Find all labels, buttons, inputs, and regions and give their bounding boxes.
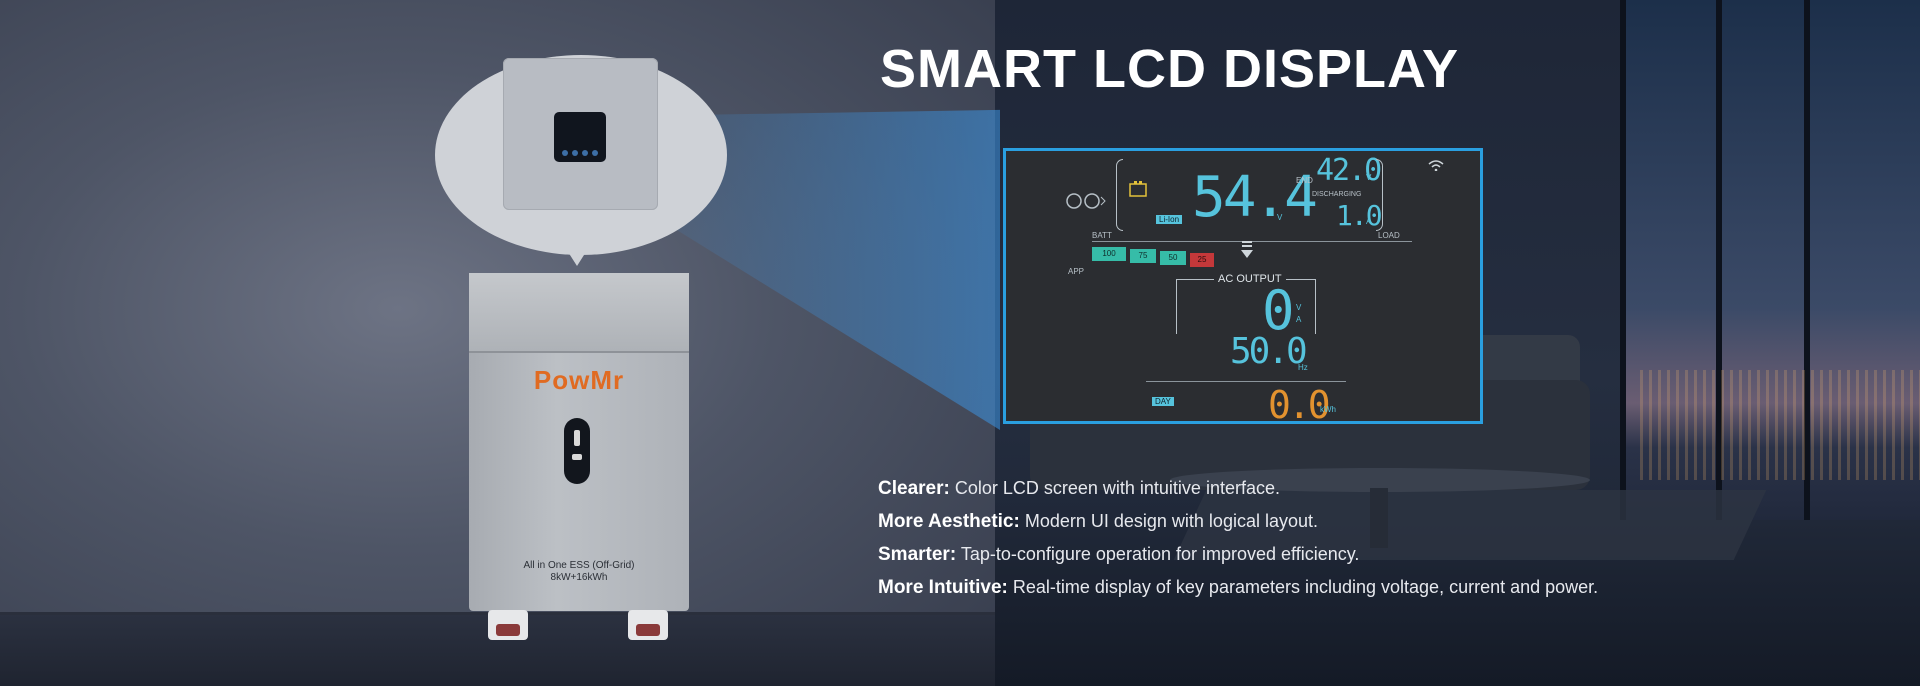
feature-item: More Intuitive: Real-time display of key… xyxy=(878,571,1878,604)
brand-logo: PowMr xyxy=(533,365,625,395)
end-voltage: 42.0 xyxy=(1316,153,1382,188)
window-pane xyxy=(1716,0,1804,560)
ac-output-value: 0 xyxy=(1262,279,1295,342)
wifi-icon xyxy=(1428,160,1444,171)
feature-label: More Aesthetic: xyxy=(878,511,1020,532)
feature-item: Smarter: Tap-to-configure operation for … xyxy=(878,538,1878,571)
feature-text: Tap-to-configure operation for improved … xyxy=(960,544,1360,564)
ess-control-panel xyxy=(564,418,590,484)
lcd-bracket xyxy=(1116,159,1123,231)
discharge-current-unit: A xyxy=(1366,217,1372,226)
feature-text: Modern UI design with logical layout. xyxy=(1024,511,1318,531)
ess-top-section xyxy=(469,273,689,353)
battery-bar-50: 50 xyxy=(1160,251,1186,265)
ess-foot xyxy=(628,610,668,640)
ac-output-frame xyxy=(1176,279,1316,334)
battery-bar-25: 25 xyxy=(1190,253,1214,267)
divider-line xyxy=(1146,381,1346,382)
zoom-bubble-tail xyxy=(563,244,591,266)
page-title: SMART LCD DISPLAY xyxy=(880,39,1460,99)
inverter-screen xyxy=(554,112,606,162)
end-label: END xyxy=(1296,176,1313,185)
battery-icon xyxy=(1129,181,1147,197)
day-label: DAY xyxy=(1152,397,1174,406)
frequency-value: 50.0 xyxy=(1230,331,1308,372)
feature-item: More Aesthetic: Modern UI design with lo… xyxy=(878,505,1878,538)
discharge-current: 1.0 xyxy=(1336,199,1383,232)
battery-bar-100: 100 xyxy=(1092,247,1126,261)
discharging-label: DISCHARGING xyxy=(1312,191,1362,198)
frequency-unit: Hz xyxy=(1298,363,1308,372)
city-lights xyxy=(1640,370,1920,480)
battery-bar-75: 75 xyxy=(1130,249,1156,263)
app-label: APP xyxy=(1068,267,1085,276)
batt-label: BATT xyxy=(1092,231,1112,240)
ac-unit-a: A xyxy=(1296,315,1302,324)
energy-unit: kWh xyxy=(1320,405,1336,414)
coffee-table-leg xyxy=(1370,488,1388,548)
feature-list: Clearer: Color LCD screen with intuitive… xyxy=(878,472,1878,604)
feature-label: Clearer: xyxy=(878,478,950,499)
ac-unit-v: V xyxy=(1296,303,1302,312)
window-pane xyxy=(1620,0,1716,560)
battery-voltage-unit: V xyxy=(1277,213,1283,222)
load-label: LOAD xyxy=(1378,231,1400,240)
product-label-line1: All in One ESS (Off-Grid) xyxy=(523,560,635,571)
lcd-bracket xyxy=(1376,159,1383,231)
feature-item: Clearer: Color LCD screen with intuitive… xyxy=(878,472,1878,505)
ess-foot xyxy=(488,610,528,640)
feature-label: Smarter: xyxy=(878,544,957,565)
feature-label: More Intuitive: xyxy=(878,577,1008,598)
feature-text: Real-time display of key parameters incl… xyxy=(1012,577,1599,597)
battery-voltage: 54.4 xyxy=(1192,165,1318,230)
down-arrow-icon xyxy=(1241,241,1253,258)
battery-type: Li-Ion xyxy=(1156,215,1183,224)
product-label-line2: 8kW+16kWh xyxy=(550,572,608,583)
feature-text: Color LCD screen with intuitive interfac… xyxy=(954,478,1280,498)
end-voltage-unit: V xyxy=(1366,173,1372,182)
grid-icon xyxy=(1066,193,1106,209)
energy-value: 0.0 xyxy=(1268,383,1331,427)
lcd-display: Li-Ion 54.4 V END 42.0 V DISCHARGING 1.0… xyxy=(1003,148,1483,427)
ac-output-label: AC OUTPUT xyxy=(1214,273,1286,285)
window-pane xyxy=(1804,0,1920,560)
product-label: All in One ESS (Off-Grid) 8kW+16kWh xyxy=(469,560,689,584)
